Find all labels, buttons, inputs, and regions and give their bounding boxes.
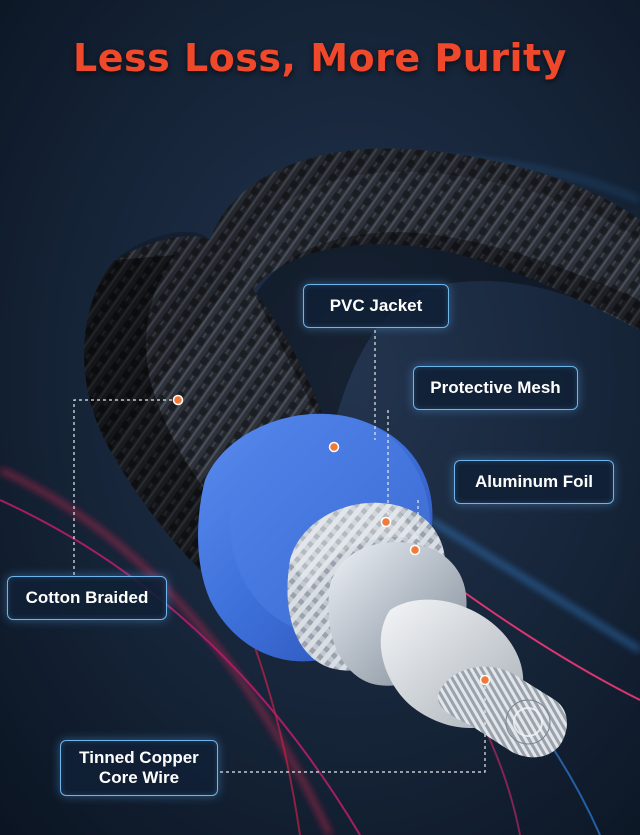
label-aluminum-foil: Aluminum Foil — [454, 460, 614, 504]
label-aluminum-foil-text: Aluminum Foil — [474, 472, 594, 491]
label-core-wire: Tinned Copper Core Wire — [60, 740, 218, 796]
label-pvc-jacket-text: PVC Jacket — [329, 296, 423, 315]
headline: Less Loss, More Purity — [73, 36, 567, 80]
callout-lines — [73, 330, 486, 773]
label-protective-mesh-text: Protective Mesh — [430, 378, 561, 397]
copper-core-wire — [437, 666, 567, 758]
label-cotton-braided: Cotton Braided — [7, 576, 167, 620]
label-pvc-jacket: PVC Jacket — [303, 284, 449, 328]
label-core-wire-line1: Tinned Copper — [79, 748, 199, 767]
callout-markers — [172, 394, 491, 686]
label-cotton-braided-text: Cotton Braided — [25, 588, 149, 607]
label-core-wire-line2: Core Wire — [98, 768, 180, 787]
label-protective-mesh: Protective Mesh — [413, 366, 578, 410]
